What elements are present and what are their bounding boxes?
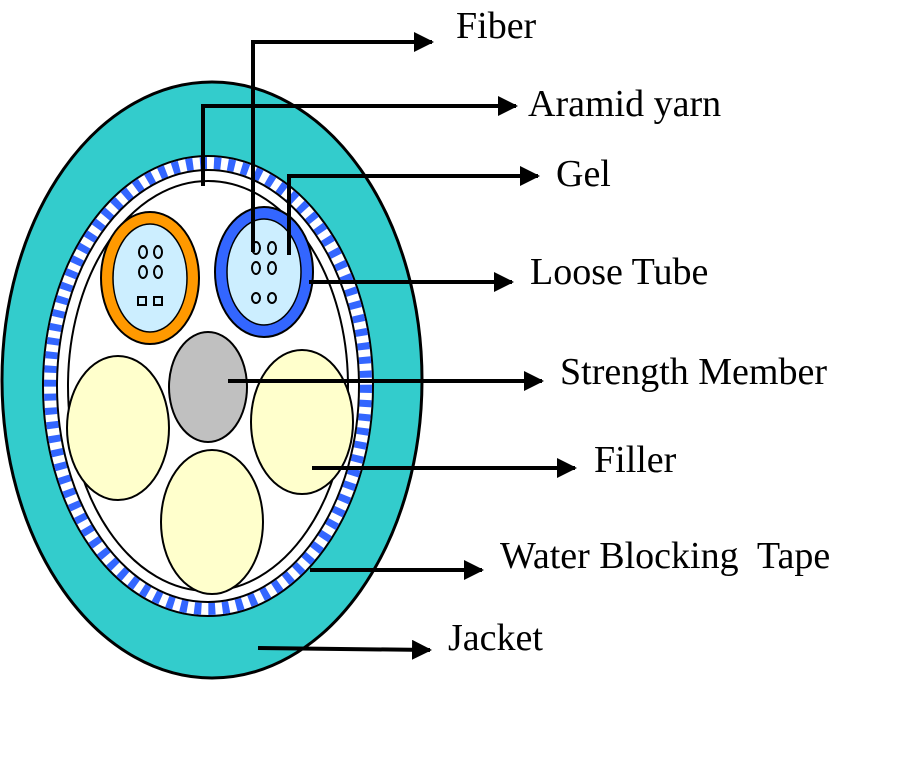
strength-member xyxy=(168,331,248,443)
filler-left xyxy=(66,355,170,501)
label-jacket: Jacket xyxy=(448,617,543,659)
leader-gel xyxy=(287,166,540,255)
label-gel: Gel xyxy=(556,153,611,195)
filler-bottom xyxy=(160,449,264,595)
label-loose-tube: Loose Tube xyxy=(530,251,708,293)
leader-aramid-yarn xyxy=(201,96,518,186)
label-water-blocking-tape: Water Blocking Tape xyxy=(500,535,830,577)
label-aramid-yarn: Aramid yarn xyxy=(528,83,721,125)
fibers-blue-tube xyxy=(251,241,277,304)
label-strength-member: Strength Member xyxy=(560,351,827,393)
gel-blue-tube xyxy=(226,218,302,326)
gel-orange-tube xyxy=(112,223,188,333)
fibers-orange-tube xyxy=(137,245,163,306)
label-fiber: Fiber xyxy=(456,5,537,47)
leader-fiber xyxy=(251,32,434,252)
leader-jacket xyxy=(257,639,432,660)
label-filler: Filler xyxy=(594,439,677,481)
water-blocking-tape-pattern xyxy=(44,157,372,615)
filler-right xyxy=(250,349,354,495)
